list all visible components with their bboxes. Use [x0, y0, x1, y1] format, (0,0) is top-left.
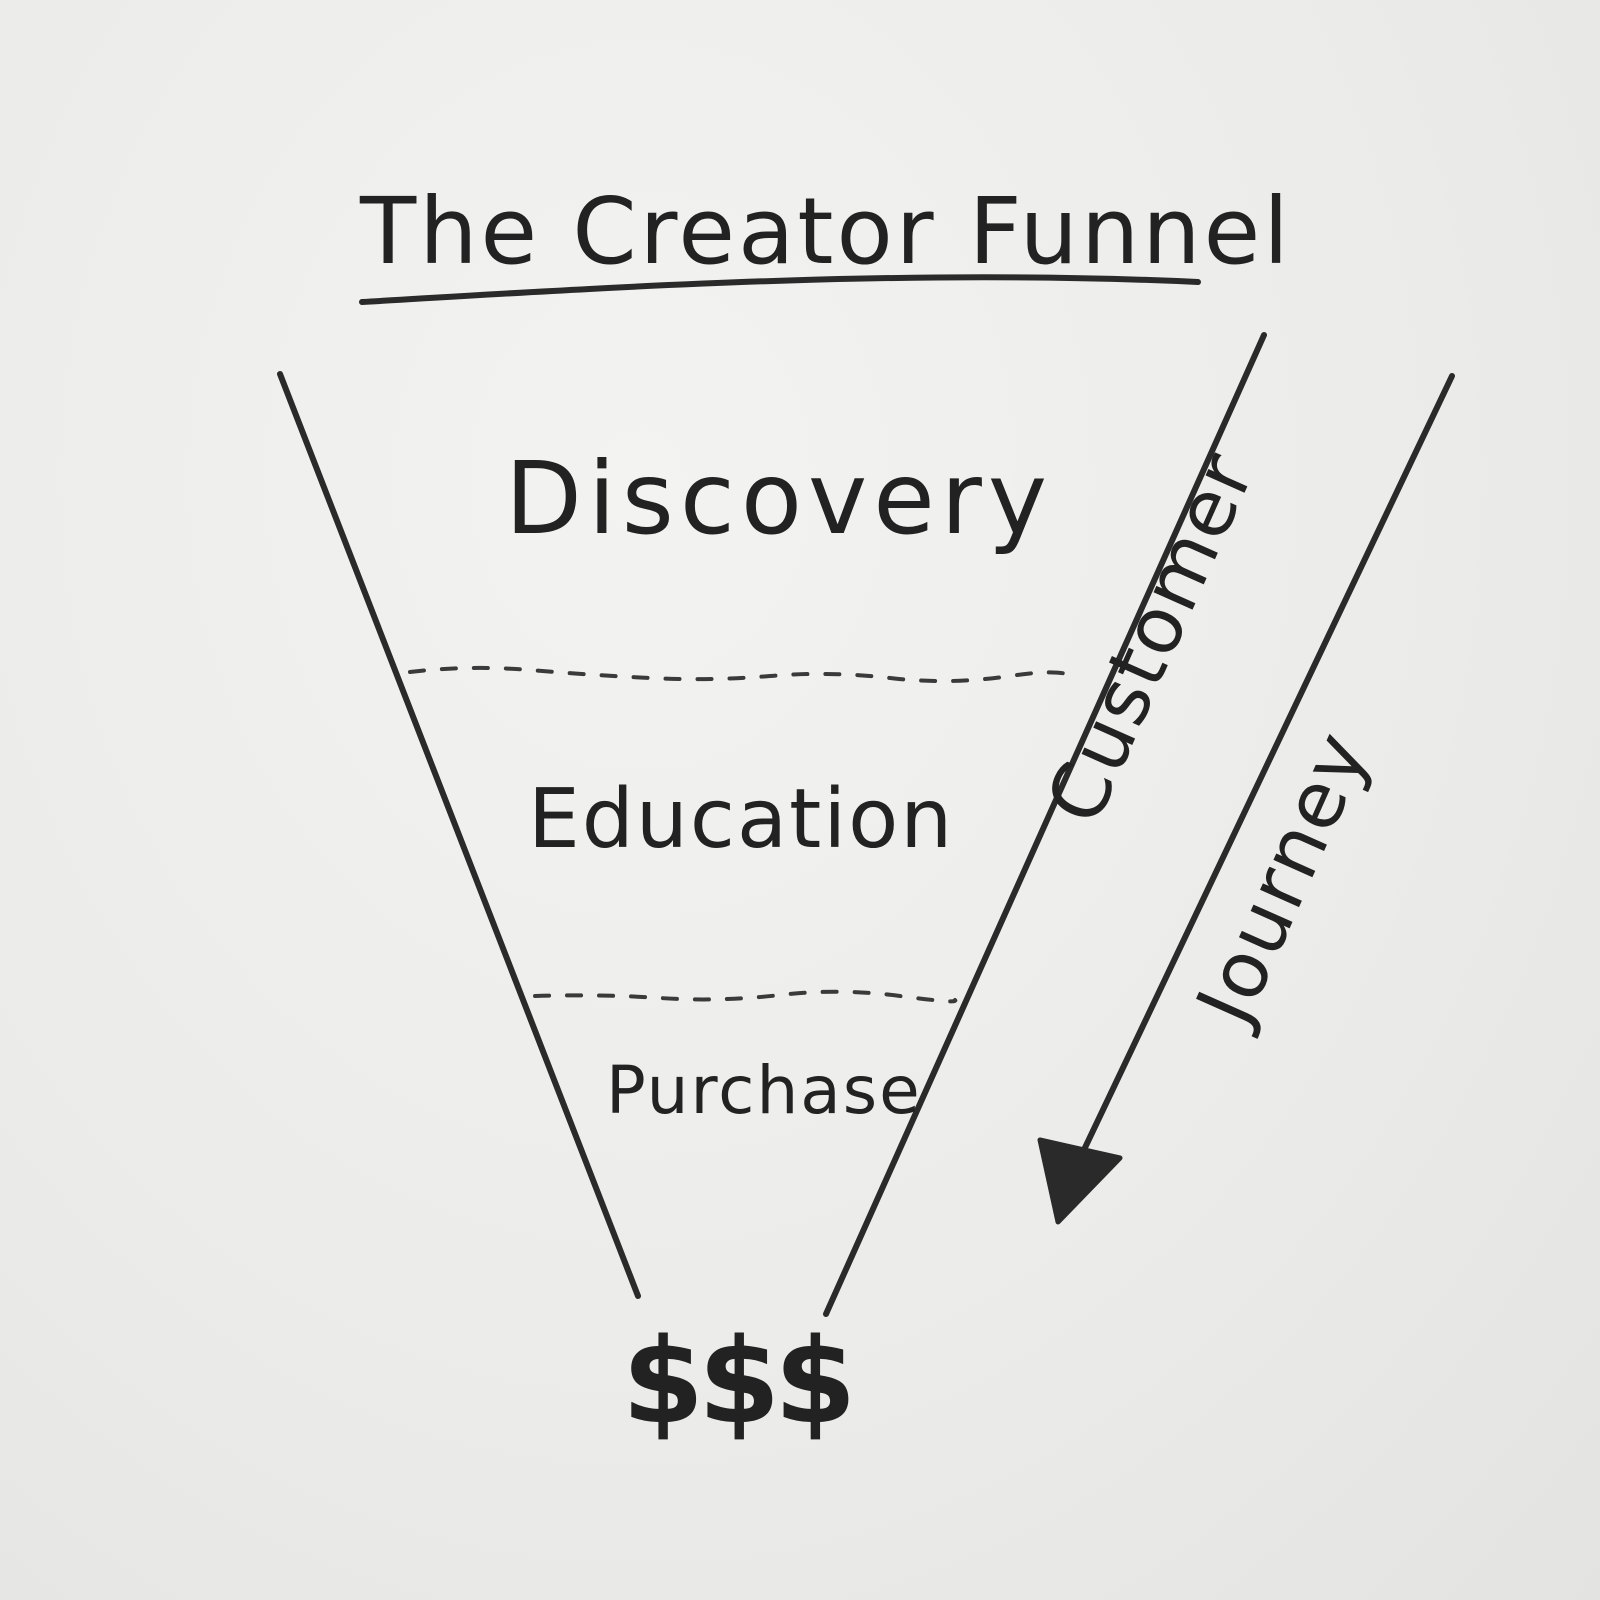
title-underline — [359, 274, 1201, 305]
stage-education-label: Education — [528, 772, 955, 867]
diagram-title: The Creator Funnel — [360, 178, 1292, 285]
stage-purchase-label: Purchase — [606, 1052, 922, 1129]
journey-arrow-shaft — [1069, 373, 1455, 1178]
funnel-right-wall — [823, 332, 1267, 1317]
journey-arrowhead-icon — [1037, 1137, 1123, 1225]
stage-discovery-label: Discovery — [505, 440, 1054, 557]
stage-divider-education-purchase — [533, 989, 958, 1004]
stage-divider-discovery-education — [408, 665, 1077, 684]
funnel-outcome-label: $$$ — [622, 1312, 856, 1450]
funnel-left-wall — [277, 371, 641, 1299]
